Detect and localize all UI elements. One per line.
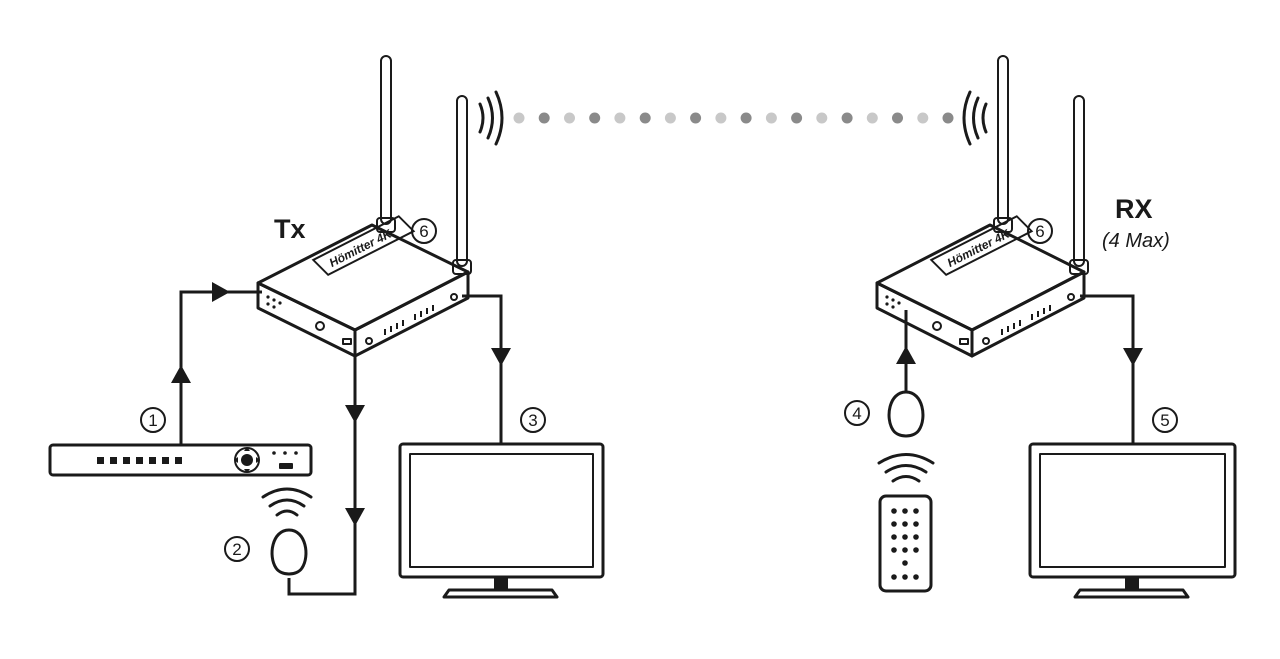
signal-dot	[664, 112, 676, 124]
signal-dot	[942, 112, 954, 124]
signal-dot	[614, 112, 626, 124]
callout-6-tx-label: 6	[419, 222, 428, 241]
rx-antenna-left-icon	[993, 55, 1013, 233]
signal-dot	[866, 112, 878, 124]
callout-1: 1	[140, 407, 166, 433]
callout-3: 3	[520, 407, 546, 433]
callout-4: 4	[844, 400, 870, 426]
arrow-down-icon	[1123, 348, 1143, 366]
signal-dot	[564, 112, 575, 124]
tx-monitor-icon	[398, 442, 605, 599]
rx-unit: Hömitter 4K	[875, 55, 1089, 358]
signal-dot	[917, 112, 929, 124]
callout-5: 5	[1152, 407, 1178, 433]
tx-antenna-left-icon	[376, 55, 396, 233]
tx-ir-waves-icon	[261, 487, 313, 517]
tx-wireless-waves-icon	[478, 90, 504, 146]
signal-dot	[892, 112, 903, 124]
signal-dot	[690, 112, 702, 124]
rx-ir-sensor-icon	[887, 390, 925, 438]
arrow-down-icon	[345, 405, 365, 423]
arrow-down-icon	[345, 508, 365, 526]
arrow-up-icon	[171, 365, 191, 383]
tx-wiring	[171, 282, 511, 596]
callout-2-label: 2	[232, 540, 241, 559]
rx-monitor-icon	[1028, 442, 1237, 599]
callout-1-label: 1	[148, 411, 157, 430]
tx-ir-sensor-icon	[270, 528, 308, 576]
signal-dot	[639, 112, 651, 124]
tx-antenna-right-icon	[452, 95, 472, 275]
callout-2: 2	[224, 536, 250, 562]
callout-6-tx: 6	[411, 218, 437, 244]
wireless-signal-dots	[513, 112, 954, 124]
signal-dot	[740, 112, 752, 124]
signal-dot	[513, 112, 525, 124]
callout-4-label: 4	[852, 404, 861, 423]
rx-label: RX	[1115, 194, 1153, 224]
rx-wireless-waves-icon	[962, 90, 988, 146]
signal-dot	[765, 112, 777, 124]
rx-max-note: (4 Max)	[1102, 230, 1170, 252]
remote-control-waves-icon	[877, 453, 935, 483]
rx-box: Hömitter 4K	[875, 215, 1086, 358]
source-device-icon	[48, 443, 313, 477]
rx-wiring	[896, 294, 1143, 444]
signal-dot	[715, 112, 727, 124]
arrow-up-icon	[896, 346, 916, 364]
callout-6-rx: 6	[1027, 218, 1053, 244]
remote-control-icon	[878, 494, 933, 593]
signal-dot	[841, 112, 853, 124]
tx-label: Tx	[274, 214, 306, 244]
callout-3-label: 3	[528, 411, 537, 430]
tx-unit: Hömitter 4K	[256, 55, 472, 358]
arrow-right-icon	[212, 282, 230, 302]
signal-dot	[589, 112, 601, 124]
signal-dot	[791, 112, 803, 124]
arrow-down-icon	[491, 348, 511, 366]
callout-5-label: 5	[1160, 411, 1169, 430]
rx-antenna-right-icon	[1069, 95, 1089, 275]
callout-6-rx-label: 6	[1035, 222, 1044, 241]
signal-dot	[538, 112, 550, 124]
signal-dot	[816, 112, 828, 124]
